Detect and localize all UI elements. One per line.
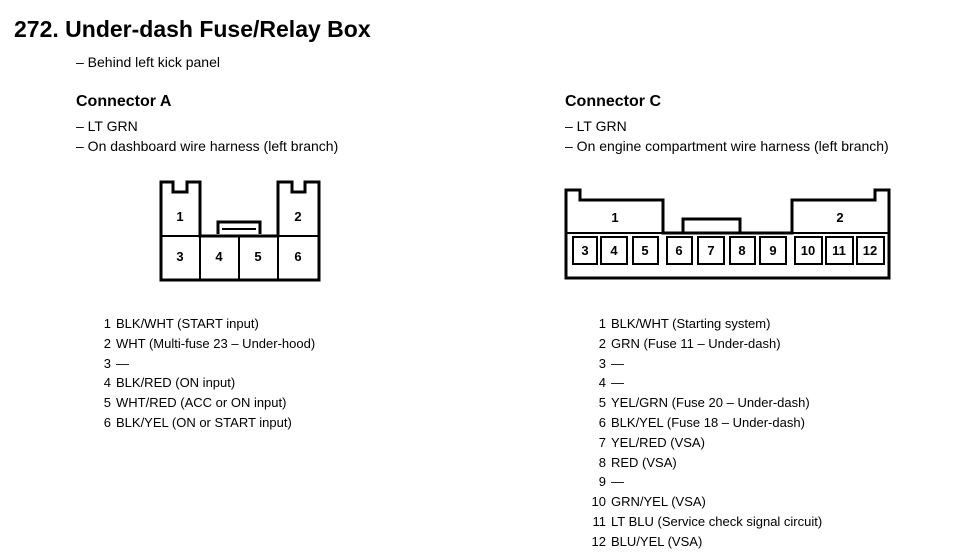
pin-row: 5 WHT/RED (ACC or ON input) [89, 393, 315, 413]
connector-c-cavity: 1 [611, 210, 618, 225]
pin-number: 8 [598, 454, 606, 470]
connector-c-outline [564, 188, 891, 280]
pin-number: 4 [103, 375, 111, 391]
connector-a-heading: Connector A [76, 93, 172, 110]
pin-row: 12 BLU/YEL (VSA) [580, 532, 822, 552]
pin-number: 4 [598, 375, 606, 391]
connector-c-heading: Connector C [565, 93, 661, 110]
connector-c-cavity: 12 [863, 243, 877, 258]
pin-number: 6 [103, 414, 111, 430]
pin-description: — [611, 375, 624, 391]
connector-a-cavity: 6 [294, 249, 301, 264]
connector-a-pin-list: 1 BLK/WHT (START input) 2 WHT (Multi-fuse … [89, 314, 315, 433]
pin-description: WHT/RED (ACC or ON input) [116, 395, 287, 411]
connector-c-cavity: 11 [832, 243, 846, 258]
pin-description: RED (VSA) [611, 454, 677, 470]
pin-row: 4— [580, 373, 822, 393]
pin-row: 1 BLK/WHT (START input) [89, 314, 315, 334]
pin-description: BLK/RED (ON input) [116, 375, 236, 391]
connector-c-cavity: 7 [707, 243, 714, 258]
connector-c-cavity: 5 [641, 243, 648, 258]
connector-c-cavity: 6 [675, 243, 682, 258]
connector-c-pin-list: 1 BLK/WHT (Starting system) 2 GRN (Fuse 11… [580, 314, 823, 552]
connector-a-harness-note: – On dashboard wire harness (left branch… [76, 138, 339, 154]
pin-description: WHT (Multi-fuse 23 – Under-hood) [116, 335, 316, 351]
pin-row: 7 YEL/RED (VSA) [580, 433, 822, 453]
connector-a-outline [159, 180, 321, 282]
pin-number: 9 [598, 474, 606, 490]
connector-c-diagram: 1 2 3 4 5 6 7 8 9 10 11 12 [564, 188, 891, 280]
connector-c-cavity: 8 [738, 243, 745, 258]
connector-c-cavity: 9 [769, 243, 776, 258]
pin-number: 12 [591, 533, 606, 549]
pin-number: 3 [598, 355, 606, 371]
connector-c-lock-tab [681, 217, 742, 233]
connector-a-lock-tab [216, 220, 262, 234]
pin-description: — [611, 474, 624, 490]
pin-description: BLK/WHT (Starting system) [611, 316, 771, 331]
pin-number: 7 [598, 434, 606, 450]
pin-description: — [116, 355, 129, 371]
location-note: – Behind left kick panel [76, 54, 220, 70]
pin-number: 10 [591, 494, 606, 510]
connector-a-cavity: 3 [176, 249, 183, 264]
connector-c-cavity: 10 [801, 243, 815, 258]
pin-description: LT BLU (Service check signal circuit) [611, 513, 823, 529]
pin-row: 3— [580, 354, 822, 374]
pin-row: 9— [580, 472, 822, 492]
page-title: 272. Under-dash Fuse/Relay Box [14, 16, 371, 42]
pin-description: GRN (Fuse 11 – Under-dash) [611, 335, 781, 351]
pin-number: 1 [103, 316, 111, 331]
connector-a-cavity: 1 [176, 209, 183, 224]
pin-description: BLU/YEL (VSA) [611, 533, 703, 549]
pin-description: YEL/RED (VSA) [611, 434, 705, 450]
pin-number: 6 [598, 414, 606, 430]
pin-description: BLK/YEL (ON or START input) [116, 414, 292, 430]
pin-number: 5 [598, 395, 606, 411]
connector-a-cavity: 5 [254, 249, 261, 264]
pin-description: YEL/GRN (Fuse 20 – Under-dash) [611, 395, 810, 411]
pin-row: 5 YEL/GRN (Fuse 20 – Under-dash) [580, 393, 822, 413]
pin-description: BLK/YEL (Fuse 18 – Under-dash) [611, 414, 805, 430]
pin-row: 2 WHT (Multi-fuse 23 – Under-hood) [89, 334, 315, 354]
pin-row: 1 BLK/WHT (Starting system) [580, 314, 822, 334]
pin-row: 8 RED (VSA) [580, 453, 822, 473]
connector-a-diagram: 1 2 3 4 5 6 [159, 180, 321, 282]
pin-row: 2 GRN (Fuse 11 – Under-dash) [580, 334, 822, 354]
pin-row: 6 BLK/YEL (Fuse 18 – Under-dash) [580, 413, 822, 433]
pin-row: 6 BLK/YEL (ON or START input) [89, 413, 315, 433]
connector-a-cavity: 2 [294, 209, 301, 224]
connector-c-cavity: 4 [610, 243, 618, 258]
pin-number: 2 [103, 335, 111, 351]
pin-row: 10 GRN/YEL (VSA) [580, 492, 822, 512]
pin-description: BLK/WHT (START input) [116, 316, 259, 331]
connector-c-cavity: 2 [836, 210, 843, 225]
pin-description: — [611, 355, 624, 371]
pin-number: 3 [103, 355, 111, 371]
connector-a-cavity: 4 [215, 249, 223, 264]
pin-number: 11 [592, 513, 607, 529]
pin-number: 2 [598, 335, 606, 351]
connector-c-color-note: – LT GRN [565, 118, 627, 134]
pin-number: 5 [103, 395, 111, 411]
connector-a-color-note: – LT GRN [76, 118, 138, 134]
connector-c-cavity: 3 [581, 243, 588, 258]
pin-number: 1 [598, 316, 606, 331]
connector-c-harness-note: – On engine compartment wire harness (le… [565, 138, 889, 154]
pin-row: 3— [89, 354, 315, 374]
pin-row: 4 BLK/RED (ON input) [89, 373, 315, 393]
pin-description: GRN/YEL (VSA) [611, 494, 706, 510]
